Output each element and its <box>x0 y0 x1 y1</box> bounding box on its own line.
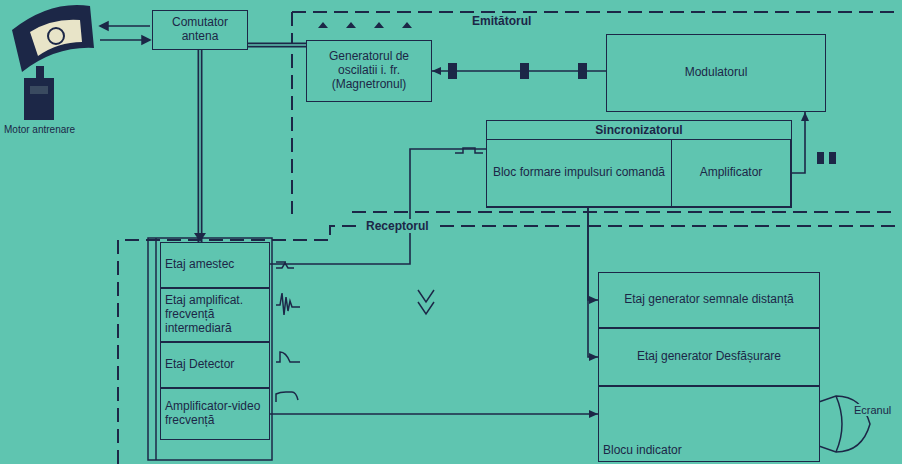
generator-box: Generatorul de oscilatii i. fr. (Magnetr… <box>306 40 432 102</box>
node-text: Etaj Detector <box>165 358 234 372</box>
connector <box>270 149 486 264</box>
connector <box>588 207 598 357</box>
arrowhead <box>194 233 206 242</box>
sweep-generator: Etaj generator Desfășurare <box>598 328 820 386</box>
node-text: Bloc formare impulsuri comandă <box>493 166 665 180</box>
node-text: Comutator antena <box>157 16 243 44</box>
connector <box>791 112 805 173</box>
section-label: Emitătorul <box>470 14 533 28</box>
if-stage: Etaj amplificat. frecvență intermediară <box>160 288 270 342</box>
video-stage: Amplificator-video frecvență <box>160 388 270 440</box>
node-text: Amplificator-video frecvență <box>165 400 265 428</box>
connector <box>270 413 598 415</box>
connector <box>432 70 606 72</box>
node-text: Blocu indicator <box>603 444 682 458</box>
pulse-former-box: Bloc formare impulsuri comandă <box>486 139 672 207</box>
node-text: Sincronizatorul <box>595 124 682 138</box>
synchronizer-box: SincronizatorulBloc formare impulsuri co… <box>486 120 792 208</box>
part-label: Motor antrenare <box>2 124 77 135</box>
node-text: Amplificator <box>700 166 763 180</box>
section-label: Receptorul <box>364 219 431 233</box>
connector <box>198 50 203 242</box>
connector <box>588 207 598 300</box>
detector-stage: Etaj Detector <box>160 342 270 388</box>
node-text: Etaj generator semnale distanță <box>624 293 793 307</box>
node-text: Etaj amplificat. frecvență intermediară <box>165 294 265 335</box>
range-generator: Etaj generator semnale distanță <box>598 272 820 328</box>
connector-inner <box>199 50 201 242</box>
node-text: Etaj generator Desfășurare <box>637 350 781 364</box>
part-label: Ecranul <box>852 404 893 416</box>
connector-inner <box>248 44 306 46</box>
connector <box>248 43 306 48</box>
mixer-stage: Etaj amestec <box>160 242 270 288</box>
switch-box: Comutator antena <box>152 10 248 50</box>
node-text: Etaj amestec <box>165 258 234 272</box>
indicator-block: Blocu indicator <box>598 386 820 462</box>
node-text: Generatorul de oscilatii i. fr. (Magnetr… <box>311 50 427 91</box>
node-text: Modulatorul <box>685 66 748 80</box>
amplifier-box: Amplificator <box>671 139 791 207</box>
modulator-box: Modulatorul <box>606 34 826 112</box>
